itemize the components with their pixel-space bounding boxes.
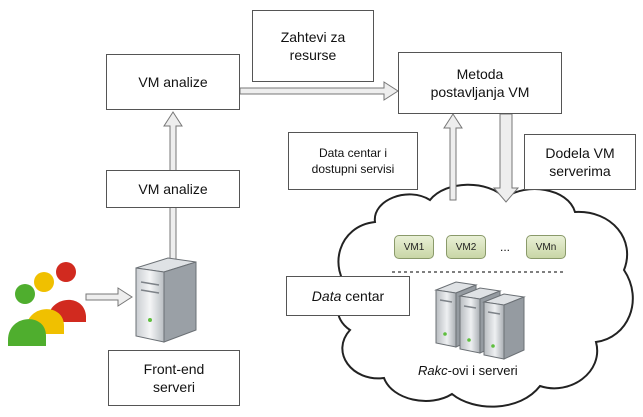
arrow-datacenter-up — [443, 113, 463, 201]
vm-assignment-line2: serverima — [549, 163, 611, 179]
users-icon — [8, 262, 86, 346]
racks-label-rest: -ovi i serveri — [447, 363, 518, 378]
resource-requests-line1: Zahtevi za — [280, 29, 346, 45]
datacenter-label: Data centar — [312, 287, 384, 305]
datacenter-services-line1: Data centar i — [318, 146, 388, 160]
vm-chip-1-label: VM1 — [403, 241, 425, 253]
vm-ellipsis: ... — [500, 240, 511, 254]
vm-analysis-middle-label: VM analize — [138, 181, 208, 197]
arrow-users-to-frontend — [85, 287, 133, 307]
arrow-assignment-down — [492, 113, 520, 203]
vm-assignment-box: Dodela VM serverima — [524, 134, 636, 190]
rack-server-icon-3 — [482, 293, 526, 360]
placement-method-line2: postavljanja VM — [430, 84, 530, 100]
vm-analysis-top-box: VM analize — [106, 54, 240, 110]
frontend-line1: Front-end — [143, 361, 205, 377]
vm-analysis-top-label: VM analize — [138, 74, 208, 90]
vm-assignment-line1: Dodela VM — [545, 145, 615, 161]
frontend-line2: serveri — [152, 379, 195, 395]
frontend-servers-box: Front-end serveri — [108, 350, 240, 406]
vm-chip-n-label: VMn — [535, 241, 557, 253]
vm-chip-2: VM2 — [446, 235, 486, 259]
placement-method-box: Metoda postavljanja VM — [398, 52, 562, 114]
resource-requests-line2: resurse — [289, 47, 337, 63]
datacenter-label-italic: Data — [311, 288, 342, 304]
datacenter-services-line2: dostupni servisi — [311, 162, 395, 176]
datacenter-label-box: Data centar — [286, 276, 410, 316]
frontend-server-icon — [135, 257, 197, 343]
arrow-to-placement — [239, 81, 399, 101]
vm-chip-2-label: VM2 — [455, 241, 477, 253]
vm-analysis-middle-box: VM analize — [106, 170, 240, 208]
datacenter-services-box: Data centar i dostupni servisi — [288, 132, 418, 190]
vm-chip-n: VMn — [526, 235, 566, 259]
resource-requests-box: Zahtevi za resurse — [252, 10, 374, 82]
vm-chip-1: VM1 — [394, 235, 434, 259]
racks-servers-label: Rakc-ovi i serveri — [418, 362, 518, 380]
placement-method-line1: Metoda — [456, 66, 504, 82]
racks-label-italic: Rakc — [418, 363, 448, 378]
datacenter-label-rest: centar — [341, 288, 385, 304]
